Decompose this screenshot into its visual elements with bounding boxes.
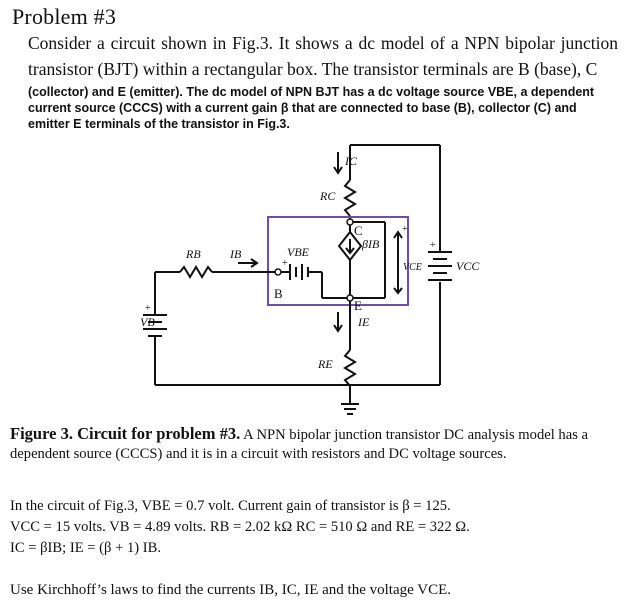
- label-plus-vbe: +: [282, 258, 288, 269]
- node-collector: [346, 218, 354, 226]
- transistor-box: [267, 216, 409, 306]
- label-c: C: [354, 223, 363, 238]
- label-ie: IE: [357, 315, 370, 329]
- problem-title: Problem #3: [12, 4, 117, 29]
- given-values: In the circuit of Fig.3, VBE = 0.7 volt.…: [10, 496, 616, 559]
- label-b: B: [274, 286, 283, 301]
- label-vb: VB: [140, 315, 155, 329]
- label-vcc: VCC: [456, 259, 480, 273]
- given-line-2: VCC = 15 volts. VB = 4.89 volts. RB = 2.…: [10, 519, 470, 535]
- given-line-3: IC = βIB; IE = (β + 1) IB.: [10, 540, 162, 556]
- label-re: RE: [317, 357, 333, 371]
- node-base: [274, 268, 282, 276]
- resistor-re: [343, 349, 357, 387]
- label-plus-vb: +: [145, 303, 151, 314]
- resistor-rc: [343, 179, 357, 217]
- figure-caption: Figure 3. Circuit for problem #3. A NPN …: [10, 424, 616, 464]
- figure-caption-text: A NPN bipolar junction transistor DC ana…: [10, 427, 589, 462]
- node-emitter: [346, 294, 354, 302]
- label-beta-ib: βIB: [361, 237, 380, 251]
- label-rc: RC: [319, 189, 336, 203]
- label-plus-vce: +: [402, 224, 408, 235]
- circuit-diagram: RC IC RB IB VBE βIB VCE VCC VB IE RE B C…: [140, 144, 480, 415]
- label-rb: RB: [185, 247, 201, 261]
- given-line-1: In the circuit of Fig.3, VBE = 0.7 volt.…: [10, 498, 451, 514]
- problem-description: (collector) and E (emitter). The dc mode…: [28, 85, 595, 131]
- label-e: E: [354, 298, 362, 313]
- resistor-rb: [179, 265, 213, 279]
- label-ic: IC: [344, 154, 358, 168]
- label-vce: VCE: [403, 262, 422, 273]
- figure-caption-bold: Figure 3. Circuit for problem #3.: [10, 424, 241, 443]
- label-plus-vcc: +: [430, 240, 436, 251]
- label-ib: IB: [229, 247, 242, 261]
- task-statement: Use Kirchhoff’s laws to find the current…: [10, 582, 452, 598]
- problem-intro: Consider a circuit shown in Fig.3. It sh…: [28, 33, 618, 79]
- label-vbe: VBE: [287, 245, 310, 259]
